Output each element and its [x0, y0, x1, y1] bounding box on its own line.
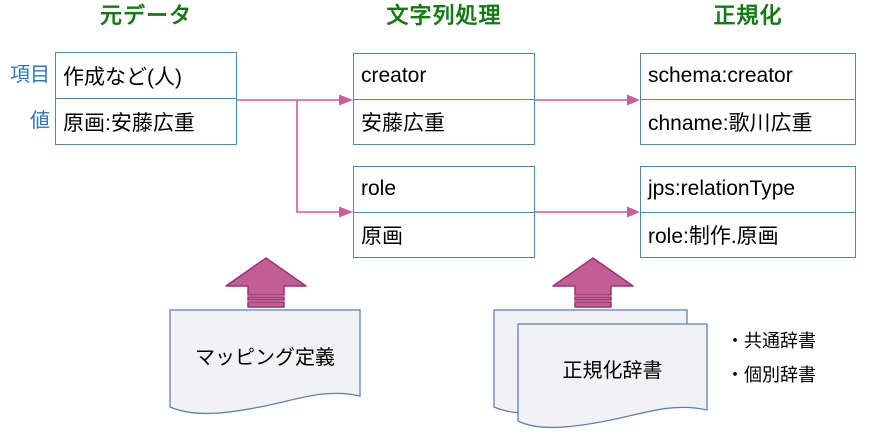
arrowhead-normalized-creator-icon [627, 94, 640, 106]
document-shape-dictionary-front [517, 323, 708, 429]
document-shape-mapping [169, 309, 361, 415]
column-header-source: 元データ [99, 3, 192, 28]
row-label-item: 項目 [10, 64, 50, 86]
normalized-creator-box: schema:creator chname:歌川広重 [640, 53, 856, 145]
arrowhead-role-icon [339, 206, 353, 218]
normalized-creator-item-cell: schema:creator [648, 64, 793, 88]
processing-creator-value-cell: 安藤広重 [354, 98, 534, 145]
normalized-role-item-cell: jps:relationType [648, 177, 796, 201]
processing-role-box: role 原画 [353, 166, 535, 258]
normalized-creator-value-cell: chname:歌川広重 [641, 98, 855, 145]
source-data-box: 作成など(人) 原画:安藤広重 [55, 52, 237, 145]
connector-source-to-role [296, 100, 339, 213]
column-header-string-processing: 文字列処理 [386, 3, 502, 28]
source-value-cell: 原画:安藤広重 [56, 98, 236, 144]
note-individual-dictionary: ・個別辞書 [726, 365, 816, 385]
source-item-cell: 作成など(人) [63, 65, 182, 89]
processing-creator-box: creator 安藤広重 [353, 53, 535, 145]
mapping-definition-label: マッピング定義 [195, 347, 335, 369]
row-label-value: 値 [30, 110, 50, 132]
normalized-role-value-cell: role:制作.原画 [641, 211, 855, 258]
arrowhead-creator-icon [339, 94, 353, 106]
processing-role-value-cell: 原画 [354, 211, 534, 258]
normalization-dictionary-label: 正規化辞書 [562, 360, 663, 382]
processing-role-item-cell: role [361, 177, 397, 201]
column-header-normalization: 正規化 [713, 3, 783, 28]
striped-up-arrow-dictionary-icon [552, 257, 634, 308]
note-common-dictionary: ・共通辞書 [726, 331, 816, 351]
processing-creator-item-cell: creator [361, 64, 427, 88]
normalized-role-box: jps:relationType role:制作.原画 [640, 166, 856, 258]
arrowhead-normalized-role-icon [627, 206, 640, 218]
striped-up-arrow-mapping-icon [225, 257, 307, 308]
